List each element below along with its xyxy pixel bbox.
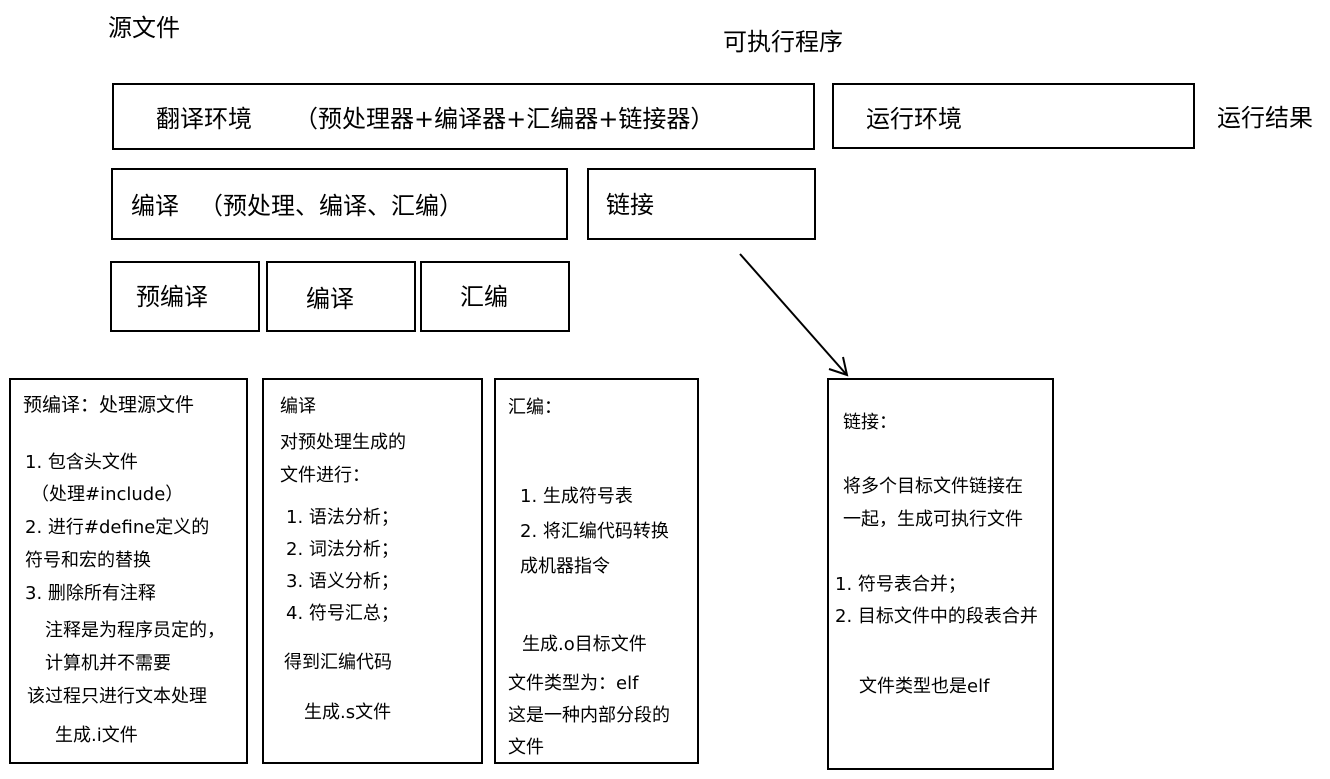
precompile-detail-line: 生成.i文件 — [55, 725, 138, 746]
executable-label: 可执行程序 — [723, 28, 843, 56]
compile-stage-box: 编译 （预处理、编译、汇编） — [111, 168, 568, 240]
assemble-detail-line: 文件类型为：elf — [508, 673, 639, 694]
compile-detail-line: 生成.s文件 — [304, 702, 392, 723]
source-file-label: 源文件 — [108, 14, 180, 42]
precompile-detail-line: 该过程只进行文本处理 — [27, 686, 207, 707]
assemble-detail-line: 1. 生成符号表 — [520, 486, 633, 507]
assemble-detail-line: 这是一种内部分段的 — [508, 705, 670, 726]
link-detail-line: 将多个目标文件链接在 — [843, 476, 1023, 497]
run-result-label: 运行结果 — [1217, 104, 1313, 132]
precompile-detail-line: 1. 包含头文件 — [25, 452, 138, 473]
assemble-detail-line: 成机器指令 — [520, 556, 610, 577]
precompile-detail-line: 2. 进行#define定义的 — [25, 517, 210, 538]
precompile-detail-line: 3. 删除所有注释 — [25, 583, 156, 604]
compile-detail-line: 1. 语法分析； — [286, 507, 399, 528]
translate-env-box: 翻译环境 （预处理器+编译器+汇编器+链接器） — [112, 83, 815, 150]
link-detail-line: 2. 目标文件中的段表合并 — [835, 606, 1038, 627]
precompile-detail-title: 预编译：处理源文件 — [23, 394, 195, 416]
compile-detail-line: 3. 语义分析； — [286, 571, 399, 592]
precompile-detail-box: 预编译：处理源文件 1. 包含头文件 （处理#include） 2. 进行#de… — [9, 378, 248, 764]
runtime-env-box: 运行环境 — [832, 83, 1195, 149]
compile-detail-line: 得到汇编代码 — [284, 652, 392, 673]
compile-detail-line: 对预处理生成的 — [280, 432, 406, 453]
precompile-detail-line: （处理#include） — [31, 484, 184, 505]
link-detail-line: 1. 符号表合并； — [835, 574, 966, 595]
link-stage-box: 链接 — [587, 168, 816, 240]
compile-detail-title: 编译 — [280, 396, 316, 417]
precompile-detail-line: 符号和宏的替换 — [25, 550, 151, 571]
compile-box: 编译 — [266, 261, 416, 332]
compile-detail-line: 4. 符号汇总； — [286, 603, 399, 624]
link-stage-title: 链接 — [606, 191, 654, 219]
assemble-detail-line: 文件 — [508, 737, 544, 758]
runtime-env-title: 运行环境 — [866, 105, 962, 133]
compile-detail-line: 文件进行： — [280, 465, 370, 486]
precompile-title: 预编译 — [136, 283, 208, 311]
link-detail-box: 链接： 将多个目标文件链接在 一起，生成可执行文件 1. 符号表合并； 2. 目… — [827, 378, 1054, 770]
precompile-detail-line: 计算机并不需要 — [45, 653, 171, 674]
translate-env-detail: （预处理器+编译器+汇编器+链接器） — [294, 105, 715, 133]
assemble-title: 汇编 — [460, 283, 508, 311]
link-detail-line: 一起，生成可执行文件 — [843, 509, 1023, 530]
link-detail-title: 链接： — [843, 412, 897, 433]
compile-detail-line: 2. 词法分析； — [286, 539, 399, 560]
assemble-detail-title: 汇编： — [508, 397, 562, 418]
translate-env-title: 翻译环境 — [156, 105, 252, 133]
link-detail-line: 文件类型也是elf — [859, 676, 990, 697]
assemble-box: 汇编 — [420, 261, 570, 332]
compile-title: 编译 — [306, 285, 354, 313]
assemble-detail-box: 汇编： 1. 生成符号表 2. 将汇编代码转换 成机器指令 生成.o目标文件 文… — [494, 378, 699, 764]
compile-stage-title: 编译 — [131, 192, 179, 220]
precompile-detail-line: 注释是为程序员定的， — [45, 620, 225, 641]
assemble-detail-line: 2. 将汇编代码转换 — [520, 521, 669, 542]
compile-stage-detail: （预处理、编译、汇编） — [199, 192, 463, 220]
precompile-box: 预编译 — [110, 261, 260, 332]
compile-detail-box: 编译 对预处理生成的 文件进行： 1. 语法分析； 2. 词法分析； 3. 语义… — [262, 378, 483, 764]
assemble-detail-line: 生成.o目标文件 — [522, 634, 647, 655]
